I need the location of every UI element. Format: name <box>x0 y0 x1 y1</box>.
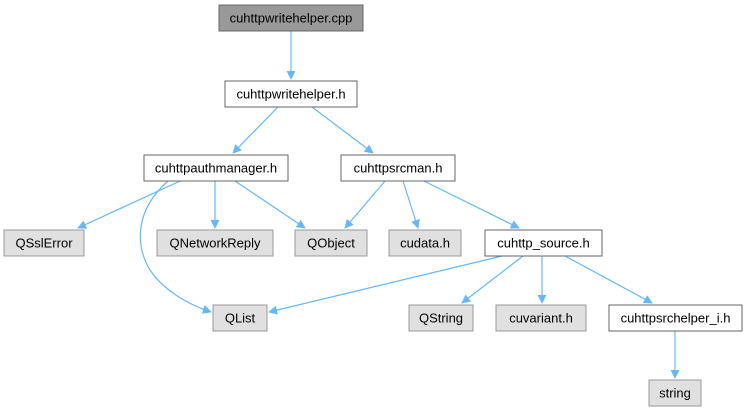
edge-cuhttp_source_h-to-QString <box>461 255 524 304</box>
node-QSslError: QSslError <box>3 229 85 257</box>
node-box-QList <box>212 304 268 332</box>
node-box-cuhttpsrchelper_i_h <box>608 304 743 332</box>
edge-cuhttpsrcman_h-to-cuhttp_source_h <box>423 180 520 229</box>
node-box-QString <box>408 304 474 332</box>
node-QList: QList <box>212 304 268 332</box>
node-label-cuhttpwritehelper_h: cuhttpwritehelper.h <box>236 87 345 102</box>
node-box-string <box>648 379 702 407</box>
node-box-cudata_h <box>388 229 462 257</box>
edge-cuhttpauthmanager_h-to-QSslError <box>77 180 181 229</box>
node-label-cuhttp_source_h: cuhttp_source.h <box>497 236 590 251</box>
node-label-cuhttpsrchelper_i_h: cuhttpsrchelper_i.h <box>621 311 731 326</box>
nodes-layer: cuhttpwritehelper.cpp cuhttpwritehelper.h… <box>3 4 743 407</box>
node-label-cudata_h: cudata.h <box>400 236 450 251</box>
node-label-cuhttpsrcman_h: cuhttpsrcman.h <box>354 161 443 176</box>
node-QNetworkReply: QNetworkReply <box>156 229 274 257</box>
node-box-cuvariant_h <box>495 304 587 332</box>
node-cudata_h: cudata.h <box>388 229 462 257</box>
edge-cuhttpauthmanager_h-to-QList <box>139 180 212 314</box>
node-string: string <box>648 379 702 407</box>
node-box-cuhttpwritehelper_h <box>224 80 358 108</box>
node-label-QString: QString <box>419 311 463 326</box>
edge-cuhttpwritehelper_h-to-cuhttpsrcman_h <box>311 106 374 154</box>
node-label-cuvariant_h: cuvariant.h <box>509 311 573 326</box>
node-label-QList: QList <box>225 311 256 326</box>
node-box-QNetworkReply <box>156 229 274 257</box>
node-box-QSslError <box>3 229 85 257</box>
node-QString: QString <box>408 304 474 332</box>
node-cuhttpsrchelper_i_h[interactable]: cuhttpsrchelper_i.h <box>608 304 743 332</box>
node-box-cuhttpwritehelper_cpp <box>218 4 364 32</box>
edge-cuhttp_source_h-to-cuhttpsrchelper_i_h <box>564 255 653 304</box>
node-box-cuhttp_source_h <box>484 229 603 257</box>
node-cuhttpsrcman_h[interactable]: cuhttpsrcman.h <box>340 154 456 182</box>
edge-cuhttpsrcman_h-to-cudata_h <box>402 180 420 229</box>
node-cuhttpwritehelper_cpp[interactable]: cuhttpwritehelper.cpp <box>218 4 364 32</box>
node-cuvariant_h: cuvariant.h <box>495 304 587 332</box>
node-QObject: QObject <box>294 229 368 257</box>
edge-cuhttpsrcman_h-to-QObject <box>344 180 386 229</box>
node-label-cuhttpauthmanager_h: cuhttpauthmanager.h <box>155 161 277 176</box>
node-cuhttp_source_h[interactable]: cuhttp_source.h <box>484 229 603 257</box>
edge-cuhttp_source_h-to-QList <box>268 255 503 315</box>
edges-layer <box>77 31 680 379</box>
node-label-string: string <box>659 386 691 401</box>
node-cuhttpwritehelper_h[interactable]: cuhttpwritehelper.h <box>224 80 358 108</box>
node-label-cuhttpwritehelper_cpp: cuhttpwritehelper.cpp <box>230 11 353 26</box>
node-cuhttpauthmanager_h[interactable]: cuhttpauthmanager.h <box>143 154 289 182</box>
node-box-cuhttpauthmanager_h <box>143 154 289 182</box>
node-label-QSslError: QSslError <box>15 236 73 251</box>
edge-cuhttpauthmanager_h-to-QObject <box>234 180 306 229</box>
node-box-QObject <box>294 229 368 257</box>
node-label-QNetworkReply: QNetworkReply <box>169 236 261 251</box>
edge-cuhttpwritehelper_h-to-cuhttpauthmanager_h <box>232 106 279 154</box>
node-label-QObject: QObject <box>307 236 355 251</box>
node-box-cuhttpsrcman_h <box>340 154 456 182</box>
